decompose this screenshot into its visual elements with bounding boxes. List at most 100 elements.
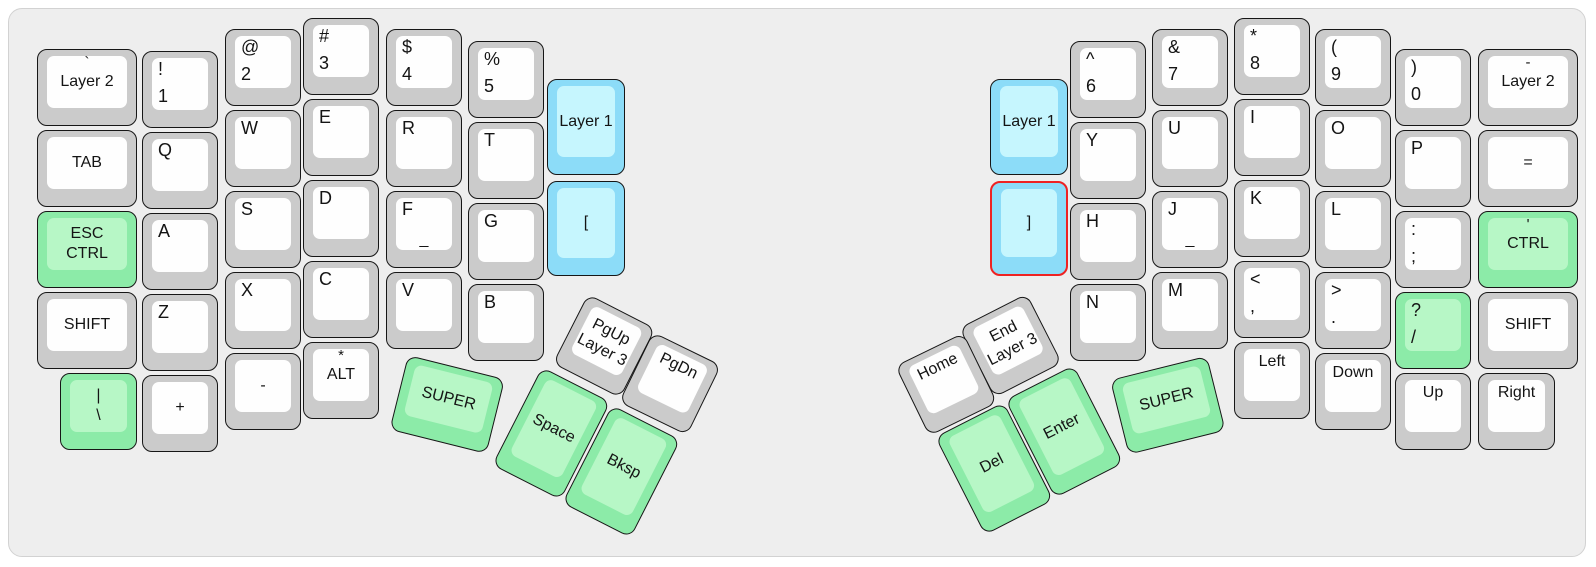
key-m[interactable]: M: [1152, 272, 1228, 349]
key-arrow-up[interactable]: Up: [1395, 373, 1471, 450]
key-j[interactable]: J_: [1152, 191, 1228, 268]
keycap-top: [: [557, 188, 615, 258]
key-legend-line: Layer 2: [1501, 73, 1555, 91]
key-i[interactable]: I: [1234, 99, 1310, 176]
key-legend-shifted: -: [1525, 54, 1531, 71]
key-legend-primary: F: [402, 199, 413, 219]
key-legend-primary: *: [1250, 26, 1258, 46]
key-g[interactable]: G: [468, 203, 544, 280]
key-legend-line: Bksp: [604, 450, 644, 482]
key-quote-ctrl[interactable]: ' CTRL: [1478, 211, 1578, 288]
key-equals[interactable]: =: [1478, 130, 1578, 207]
key-w[interactable]: W: [225, 110, 301, 187]
key-s[interactable]: S: [225, 191, 301, 268]
key-right-bracket[interactable]: ]: [990, 181, 1068, 276]
keycap-top: `Layer 2: [47, 54, 127, 108]
key-legend-line: Home: [914, 349, 961, 384]
key-x[interactable]: X: [225, 272, 301, 349]
key-legend-secondary: 1: [158, 86, 169, 107]
keycap-top: PgDn: [635, 342, 710, 415]
key-shift-left[interactable]: SHIFT: [37, 292, 137, 369]
key-f[interactable]: F_: [386, 191, 462, 268]
key-legend-secondary: 4: [402, 64, 413, 85]
key-y[interactable]: Y: [1070, 122, 1146, 199]
key-c[interactable]: C: [303, 261, 379, 338]
key-asterisk-alt[interactable]: *ALT: [303, 342, 379, 419]
keycap-top: =: [1488, 137, 1568, 189]
key-super-left[interactable]: SUPER: [389, 355, 506, 454]
key-legend-primary: K: [1250, 188, 1263, 208]
homing-bar-icon: _: [419, 231, 429, 248]
key-legend-primary: S: [241, 199, 254, 219]
key-legend-line: CTRL: [1507, 235, 1549, 253]
keycap-top: *8: [1244, 25, 1300, 77]
key-h[interactable]: H: [1070, 203, 1146, 280]
key-legend-secondary: 0: [1411, 84, 1422, 105]
key-question-slash[interactable]: ?/: [1395, 292, 1471, 369]
keycap-top: -: [235, 360, 291, 412]
keycap-top: C: [313, 268, 369, 320]
key-legend-primary: :: [1411, 219, 1417, 239]
keycap-top: W: [235, 117, 291, 169]
key-minus-layer2[interactable]: - Layer 2: [1478, 49, 1578, 126]
key-a[interactable]: A: [142, 213, 218, 290]
key-arrow-right[interactable]: Right: [1478, 373, 1555, 450]
key-less-comma[interactable]: <,: [1234, 261, 1310, 338]
keycap-top: V: [396, 279, 452, 331]
key-greater-period[interactable]: >.: [1315, 272, 1391, 349]
key-layer1-right[interactable]: Layer 1: [990, 79, 1068, 175]
key-colon-semicolon[interactable]: :;: [1395, 211, 1471, 288]
key-asterisk-8[interactable]: *8: [1234, 18, 1310, 95]
key-at-2[interactable]: @2: [225, 29, 301, 106]
key-v[interactable]: V: [386, 272, 462, 349]
key-exclamation-1[interactable]: !1: [142, 51, 218, 128]
key-caret-6[interactable]: ^6: [1070, 41, 1146, 118]
key-pipe-backslash[interactable]: |\: [60, 373, 137, 450]
key-d[interactable]: D: [303, 180, 379, 257]
key-n[interactable]: N: [1070, 284, 1146, 361]
key-legend-line: SHIFT: [1504, 316, 1552, 334]
key-shift-right[interactable]: SHIFT: [1478, 292, 1578, 369]
key-arrow-left[interactable]: Left: [1234, 342, 1310, 419]
key-hash-3[interactable]: #3: [303, 18, 379, 95]
key-layer1-left[interactable]: Layer 1: [547, 79, 625, 175]
keycap-top: Layer 1: [1000, 86, 1058, 157]
key-legend-shifted: ': [1526, 216, 1530, 233]
key-legend-secondary: 9: [1331, 64, 1342, 85]
key-l[interactable]: L: [1315, 191, 1391, 268]
key-dollar-4[interactable]: $4: [386, 29, 462, 106]
key-e[interactable]: E: [303, 99, 379, 176]
key-arrow-down[interactable]: Down: [1315, 353, 1391, 430]
key-legend-primary: >: [1331, 280, 1342, 300]
key-legend-primary: I: [1250, 107, 1256, 127]
key-r[interactable]: R: [386, 110, 462, 187]
key-plus[interactable]: +: [142, 375, 218, 452]
key-p[interactable]: P: [1395, 130, 1471, 207]
key-tab[interactable]: TAB: [37, 130, 137, 207]
key-minus[interactable]: -: [225, 353, 301, 430]
key-z[interactable]: Z: [142, 294, 218, 371]
key-b[interactable]: B: [468, 284, 544, 361]
keycap-top: K: [1244, 187, 1300, 239]
keycap-top: Up: [1405, 380, 1461, 432]
key-left-bracket[interactable]: [: [547, 181, 625, 276]
key-legend-primary: &: [1168, 37, 1181, 57]
key-o[interactable]: O: [1315, 110, 1391, 187]
keycap-top: Home: [907, 343, 981, 416]
key-legend-line: SUPER: [419, 383, 478, 414]
key-u[interactable]: U: [1152, 110, 1228, 187]
key-q[interactable]: Q: [142, 132, 218, 209]
key-paren-9[interactable]: (9: [1315, 29, 1391, 106]
key-percent-5[interactable]: %5: [468, 41, 544, 118]
key-t[interactable]: T: [468, 122, 544, 199]
key-legend-primary: @: [241, 37, 260, 57]
key-super-right[interactable]: SUPER: [1110, 355, 1226, 455]
key-legend-primary: ^: [1086, 49, 1095, 69]
key-ampersand-7[interactable]: &7: [1152, 29, 1228, 106]
key-legend-primary: O: [1331, 118, 1346, 138]
key-grave-layer2[interactable]: `Layer 2: [37, 49, 137, 126]
key-paren-0[interactable]: )0: [1395, 49, 1471, 126]
keycap-top: X: [235, 279, 291, 331]
key-k[interactable]: K: [1234, 180, 1310, 257]
